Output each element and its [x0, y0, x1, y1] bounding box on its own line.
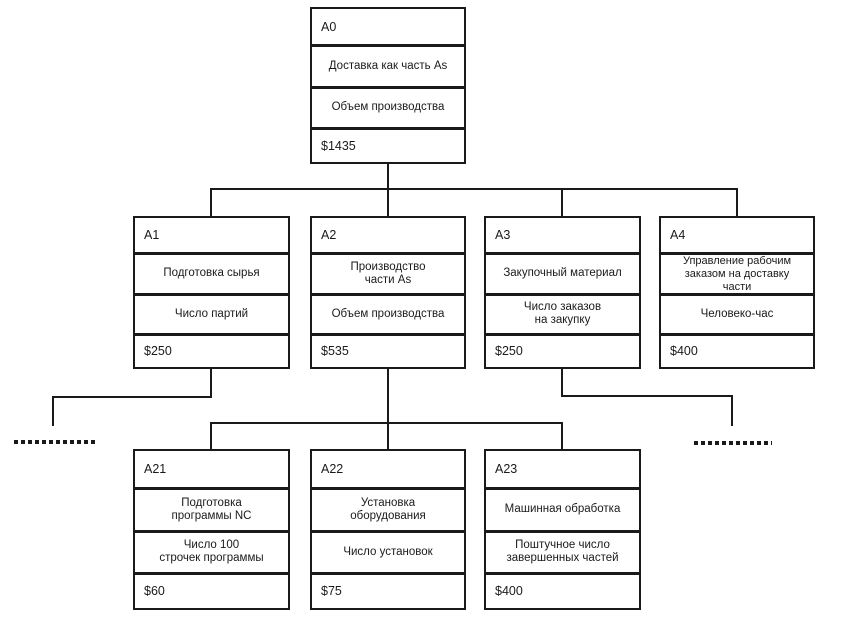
- node-a23-code: A23: [495, 462, 518, 477]
- connector-drop-a22: [387, 422, 389, 449]
- connector-a1-stem: [210, 369, 212, 398]
- connector-drop-a23: [561, 422, 563, 449]
- node-a2-cost: $535: [312, 332, 464, 367]
- connector-row3-bus: [210, 422, 563, 424]
- connector-a2-stem: [387, 369, 389, 424]
- node-a4-cost: $400: [661, 332, 813, 367]
- node-a1-cost: $250: [135, 332, 288, 367]
- node-a4-code: A4: [670, 228, 686, 243]
- node-a3-driver: Число заказов на закупку: [486, 293, 639, 333]
- node-a23-driver: Поштучное число завершенных частей: [486, 530, 639, 572]
- node-a23-cost: $400: [486, 571, 639, 608]
- node-a21: A21 Подготовка программы NC Число 100 ст…: [133, 449, 290, 610]
- connector-a1-left-arm: [52, 396, 212, 398]
- node-a0-cost: $1435: [312, 126, 464, 162]
- connector-row2-bus: [210, 188, 738, 190]
- node-a3-name: Закупочный материал: [486, 252, 639, 293]
- node-a0: A0 Доставка как часть As Объем производс…: [310, 7, 466, 164]
- node-a0-code: A0: [321, 19, 337, 34]
- connector-drop-a21: [210, 422, 212, 449]
- connector-drop-a1: [210, 188, 212, 216]
- node-a2-code: A2: [321, 228, 337, 243]
- node-a4: A4 Управление рабочим заказом на доставк…: [659, 216, 815, 369]
- node-a21-cost: $60: [135, 571, 288, 608]
- node-a22-driver: Число установок: [312, 530, 464, 572]
- connector-a3-right-arm: [561, 395, 733, 397]
- connector-drop-a4: [736, 188, 738, 216]
- omitted-children-ellipsis-left: [14, 440, 96, 444]
- connector-a3-stem: [561, 369, 563, 397]
- node-a23: A23 Машинная обработка Поштучное число з…: [484, 449, 641, 610]
- node-a1: A1 Подготовка сырья Число партий $250: [133, 216, 290, 369]
- node-a3: A3 Закупочный материал Число заказов на …: [484, 216, 641, 369]
- connector-a0-stem: [387, 164, 389, 190]
- node-a1-code: A1: [144, 228, 160, 243]
- node-a2-name: Производство части As: [312, 252, 464, 293]
- node-a21-code: A21: [144, 462, 167, 477]
- node-a1-driver: Число партий: [135, 293, 288, 333]
- node-a1-name: Подготовка сырья: [135, 252, 288, 293]
- connector-a1-left-drop: [52, 396, 54, 426]
- node-a4-driver: Человеко-час: [661, 293, 813, 333]
- connector-a3-right-drop: [731, 395, 733, 426]
- node-a2: A2 Производство части As Объем производс…: [310, 216, 466, 369]
- node-a21-name: Подготовка программы NC: [135, 487, 288, 530]
- node-a3-cost: $250: [486, 332, 639, 367]
- connector-drop-a2: [387, 188, 389, 216]
- node-a0-driver: Объем производства: [312, 86, 464, 127]
- node-a0-name: Доставка как часть As: [312, 44, 464, 86]
- node-a3-code: A3: [495, 228, 511, 243]
- node-a23-name: Машинная обработка: [486, 487, 639, 530]
- node-a22-code: A22: [321, 462, 344, 477]
- node-a21-driver: Число 100 строчек программы: [135, 530, 288, 572]
- node-a22-cost: $75: [312, 571, 464, 608]
- node-a4-name: Управление рабочим заказом на доставку ч…: [661, 252, 813, 293]
- node-a2-driver: Объем производства: [312, 293, 464, 333]
- omitted-children-ellipsis-right: [694, 441, 772, 445]
- connector-drop-a3: [561, 188, 563, 216]
- node-a22-name: Установка оборудования: [312, 487, 464, 530]
- node-a22: A22 Установка оборудования Число установ…: [310, 449, 466, 610]
